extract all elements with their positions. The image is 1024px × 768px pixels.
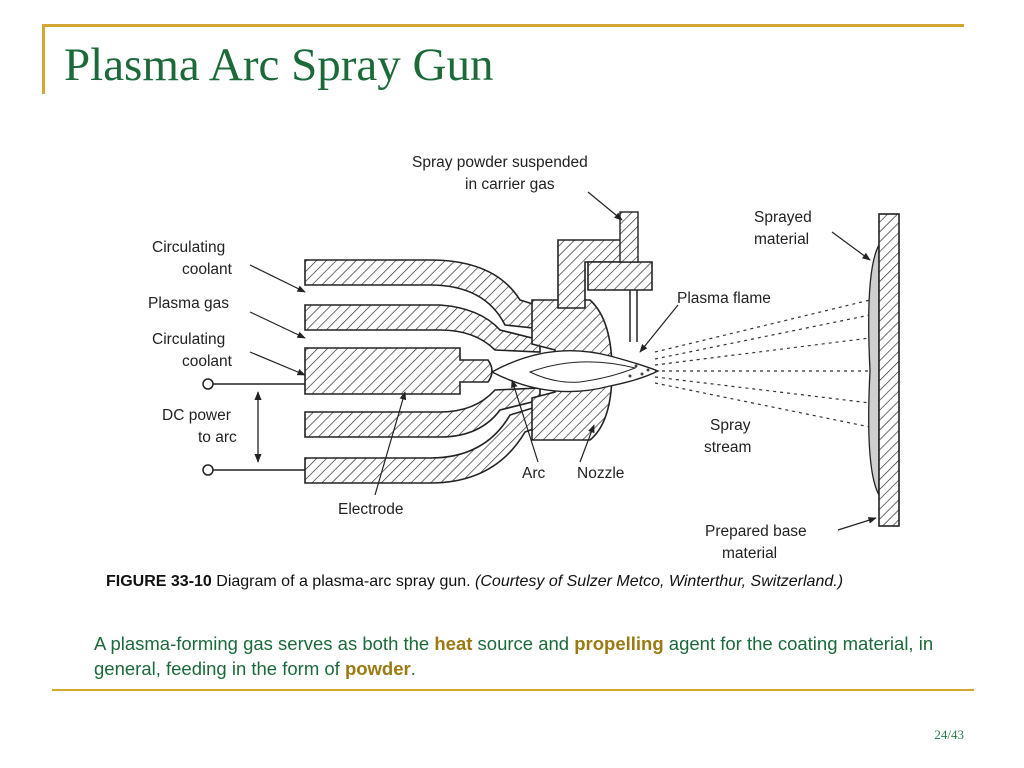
plasma-flame-core bbox=[528, 361, 637, 383]
spray-particles bbox=[634, 364, 638, 368]
label-prepared-base-2: material bbox=[722, 545, 777, 562]
highlight-heat: heat bbox=[434, 633, 473, 654]
dc-terminal-bottom bbox=[202, 464, 214, 476]
leader-prepared-base bbox=[837, 517, 877, 531]
powder-feed-tube bbox=[619, 211, 639, 263]
slide-title: Plasma Arc Spray Gun bbox=[64, 39, 494, 91]
label-coolant-top-1: Circulating bbox=[152, 239, 225, 256]
sprayed-coating bbox=[868, 242, 880, 498]
body-part-4: . bbox=[410, 658, 416, 680]
figure-description: Diagram of a plasma-arc spray gun. bbox=[211, 573, 476, 590]
label-coolant-top-2: coolant bbox=[182, 261, 233, 278]
leader-spray-powder bbox=[587, 191, 623, 221]
label-sprayed-material-1: Sprayed bbox=[754, 209, 812, 226]
label-spray-powder-2: in carrier gas bbox=[465, 176, 555, 193]
page-number: 24/43 bbox=[934, 727, 964, 742]
figure-credit: (Courtesy of Sulzer Metco, Winterthur, S… bbox=[475, 573, 844, 590]
label-electrode: Electrode bbox=[338, 501, 403, 518]
electrode bbox=[304, 347, 493, 395]
plasma-flame bbox=[490, 349, 660, 393]
spray-particles-3 bbox=[646, 368, 650, 372]
label-prepared-base-1: Prepared base bbox=[705, 523, 807, 540]
leader-coolant-mid bbox=[249, 351, 306, 376]
label-coolant-mid-2: coolant bbox=[182, 353, 233, 370]
label-spray-powder-1: Spray powder suspended bbox=[412, 154, 588, 171]
label-spray-stream-2: stream bbox=[704, 439, 751, 456]
body-part-1: A plasma-forming gas serves as both the bbox=[94, 633, 435, 654]
leader-coolant-top bbox=[249, 264, 306, 293]
label-nozzle: Nozzle bbox=[577, 465, 624, 482]
label-coolant-mid-1: Circulating bbox=[152, 331, 225, 348]
dc-terminal-top bbox=[202, 378, 214, 390]
base-material-plate bbox=[878, 213, 900, 527]
frame-top-rule bbox=[42, 24, 964, 27]
label-arc: Arc bbox=[522, 465, 546, 482]
powder-injector-collar bbox=[587, 261, 653, 291]
leader-electrode bbox=[374, 391, 407, 496]
figure-number: FIGURE 33-10 bbox=[106, 573, 212, 590]
spray-particles-2 bbox=[640, 372, 644, 376]
leader-plasma-gas bbox=[249, 311, 306, 339]
leader-plasma-flame bbox=[639, 304, 679, 353]
highlight-propelling: propelling bbox=[574, 633, 664, 654]
body-part-3: agent for the coating material, in gener… bbox=[94, 633, 934, 680]
label-plasma-gas: Plasma gas bbox=[148, 295, 229, 312]
spray-stream-lines bbox=[654, 299, 871, 428]
frame-bottom-rule bbox=[52, 689, 974, 691]
leader-nozzle bbox=[579, 424, 595, 463]
frame-left-rule bbox=[42, 24, 45, 94]
spray-particles-4 bbox=[628, 374, 632, 378]
label-dc-power-2: to arc bbox=[198, 429, 237, 446]
leader-sprayed-material bbox=[831, 231, 871, 261]
body-part-2: source and bbox=[472, 633, 575, 654]
plasma-arc-spray-gun-diagram: Spray powder suspended in carrier gas Sp… bbox=[148, 154, 900, 562]
label-spray-stream-1: Spray bbox=[710, 417, 751, 434]
body-paragraph: A plasma-forming gas serves as both the … bbox=[94, 631, 954, 681]
highlight-powder: powder bbox=[344, 658, 411, 680]
label-plasma-flame: Plasma flame bbox=[677, 290, 771, 307]
leader-arc bbox=[511, 379, 539, 463]
figure-caption: FIGURE 33-10 Diagram of a plasma-arc spr… bbox=[106, 572, 926, 593]
label-sprayed-material-2: material bbox=[754, 231, 809, 248]
label-dc-power-1: DC power bbox=[162, 407, 231, 424]
